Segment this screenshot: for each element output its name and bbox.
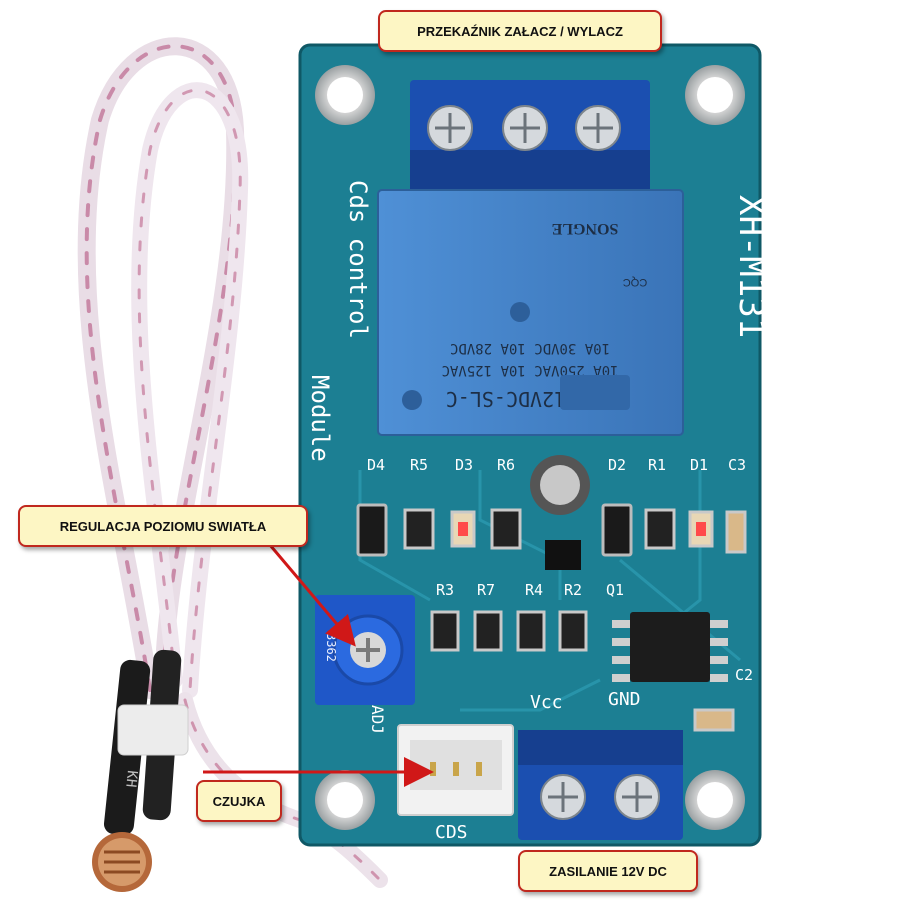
- relay-cert: CQC: [623, 276, 648, 288]
- label-r7: R7: [477, 581, 495, 599]
- arrow-light-adjust: [268, 544, 356, 647]
- cds-connector: [397, 724, 514, 816]
- potentiometer: 3362: [315, 595, 415, 705]
- label-gnd: GND: [608, 689, 641, 710]
- label-r6: R6: [497, 456, 515, 474]
- label-q1: Q1: [606, 581, 624, 599]
- callout-light-adjust-text: REGULACJA POZIOMU SWIATŁA: [59, 518, 267, 534]
- relay-output-terminal: [410, 80, 650, 195]
- pot-code: 3362: [324, 633, 338, 662]
- callout-relay: PRZEKAŹNIK ZAŁACZ / WYLACZ: [378, 10, 662, 52]
- power-terminal: [518, 730, 683, 840]
- relay-brand: SONGLE: [552, 220, 619, 237]
- silkscreen: XH-M131 Cds control Module D4 R5 D3 R6 D…: [306, 180, 771, 843]
- board-title-line2: Module: [306, 375, 334, 462]
- label-adj: ADJ: [368, 705, 387, 734]
- board-model: XH-M131: [731, 195, 771, 338]
- label-d4: D4: [367, 456, 385, 474]
- label-vcc: Vcc: [530, 692, 563, 713]
- cable-marking: KH: [122, 770, 140, 788]
- label-c3: C3: [728, 456, 746, 474]
- label-d1: D1: [690, 456, 708, 474]
- label-c2: C2: [735, 666, 753, 684]
- label-r4: R4: [525, 581, 543, 599]
- heat-shrink-tubes: KH: [103, 649, 189, 836]
- relay: SRD-12VDC-SL-C 10A 250VAC 10A 125VAC 10A…: [377, 189, 684, 436]
- label-cds: CDS: [435, 822, 468, 843]
- callout-sensor: CZUJKA: [196, 780, 282, 822]
- label-d3: D3: [455, 456, 473, 474]
- smd-components: [356, 455, 747, 732]
- relay-rating-2: 10A 30VDC 10A 28VDC: [450, 340, 610, 356]
- photoresistor: [92, 832, 152, 892]
- callout-relay-text: PRZEKAŹNIK ZAŁACZ / WYLACZ: [417, 23, 623, 39]
- sensor-cable: [77, 37, 388, 888]
- board-title-line1: Cds control: [344, 180, 372, 339]
- callout-power-text: ZASILANIE 12V DC: [549, 863, 667, 879]
- callout-arrows: [203, 544, 434, 787]
- label-r5: R5: [410, 456, 428, 474]
- callout-sensor-text: CZUJKA: [212, 793, 266, 809]
- callout-power: ZASILANIE 12V DC: [518, 850, 698, 892]
- relay-rating-1: 10A 250VAC 10A 125VAC: [441, 362, 618, 378]
- label-d2: D2: [608, 456, 626, 474]
- label-r3: R3: [436, 581, 454, 599]
- callout-light-adjust: REGULACJA POZIOMU SWIATŁA: [18, 505, 308, 547]
- label-r1: R1: [648, 456, 666, 474]
- label-r2: R2: [564, 581, 582, 599]
